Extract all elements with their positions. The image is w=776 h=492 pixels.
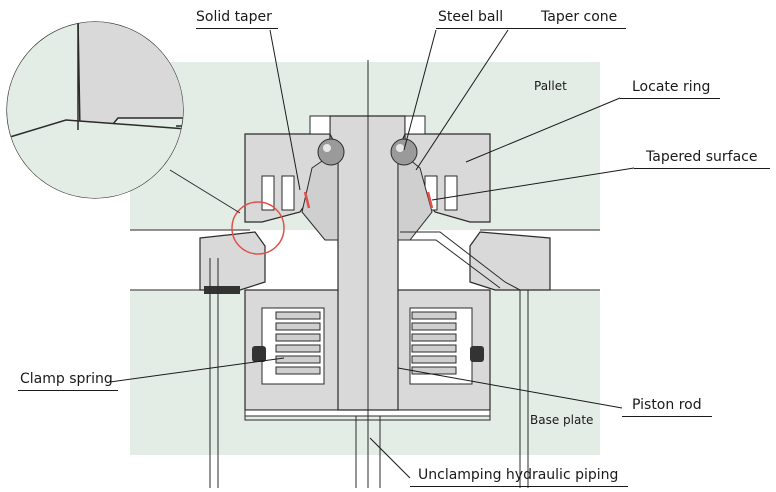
steel-ball-left [317, 138, 345, 166]
taper-cone-left [301, 149, 339, 241]
label-piston-rod: Piston rod [632, 397, 702, 413]
clamp-spring-right [409, 307, 473, 385]
label-solid-taper: Solid taper [196, 9, 272, 25]
label-unclamping-piping: Unclamping hydraulic piping [418, 467, 619, 483]
label-taper-cone: Taper cone [541, 9, 618, 25]
flange-body [199, 231, 266, 291]
label-tapered-surface: Tapered surface [646, 149, 758, 165]
label-pallet: Pallet [534, 79, 567, 93]
label-clamp-spring: Clamp spring [20, 371, 113, 387]
detail-marker [231, 201, 285, 255]
label-steel-ball: Steel ball [438, 9, 504, 25]
taper-cone-right [397, 148, 433, 241]
label-base-plate: Base plate [530, 413, 594, 427]
steel-ball-right [390, 138, 418, 166]
hydraulic-piping [209, 231, 529, 488]
clamp-spring-left [261, 307, 325, 385]
label-locate-ring: Locate ring [632, 79, 711, 95]
leader-lines [109, 29, 635, 479]
